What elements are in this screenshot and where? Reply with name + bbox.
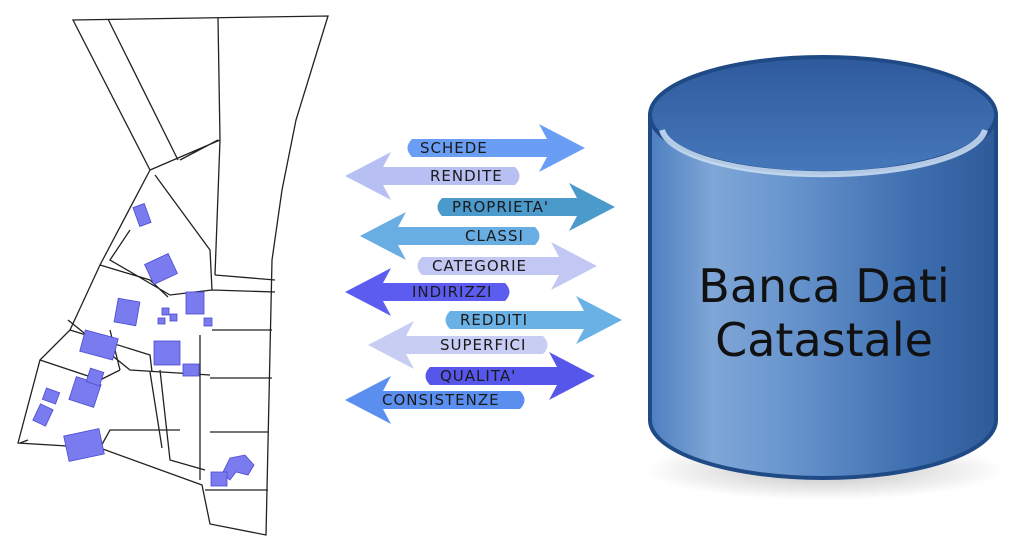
arrow-shape xyxy=(345,268,510,316)
arrow-shape xyxy=(368,321,548,369)
arrow-shape xyxy=(360,212,540,260)
arrow-label: INDIRIZZI xyxy=(412,283,492,301)
arrow-schede: SCHEDE xyxy=(407,124,585,172)
arrow-label: REDDITI xyxy=(460,311,528,329)
building xyxy=(153,340,181,366)
database-title-line1: Banca Dati xyxy=(698,259,949,313)
arrow-label: SUPERFICI xyxy=(440,336,526,354)
arrow-shape xyxy=(425,352,595,400)
arrow-label: RENDITE xyxy=(430,167,503,185)
arrow-categorie: CATEGORIE xyxy=(417,242,597,290)
building xyxy=(41,387,61,405)
building xyxy=(203,317,213,327)
cadastral-map xyxy=(17,15,329,536)
arrow-label: QUALITA' xyxy=(440,367,516,385)
building xyxy=(113,297,141,327)
arrow-superfici: SUPERFICI xyxy=(368,321,548,369)
database-body xyxy=(648,113,998,480)
arrow-label: CATEGORIE xyxy=(432,257,527,275)
map-boundary xyxy=(17,15,329,536)
building xyxy=(221,454,255,481)
arrow-consistenze: CONSISTENZE xyxy=(345,376,525,424)
building xyxy=(144,253,178,285)
building xyxy=(185,291,205,315)
arrow-shape xyxy=(407,124,585,172)
arrow-label: PROPRIETA' xyxy=(452,198,549,216)
database-cylinder: Banca Dati Catastale xyxy=(644,55,1004,500)
building xyxy=(210,471,228,487)
arrow-indirizzi: INDIRIZZI xyxy=(345,268,510,316)
database-rim xyxy=(659,129,988,178)
building xyxy=(161,307,170,316)
arrow-label: SCHEDE xyxy=(420,139,488,157)
arrow-label: CONSISTENZE xyxy=(382,391,500,409)
arrows-group: SCHEDE RENDITE PROPRIETA' CLASSI CATEGORIE IN… xyxy=(345,124,622,424)
arrow-qualita: QUALITA' xyxy=(425,352,595,400)
arrow-proprieta: PROPRIETA' xyxy=(437,183,615,231)
arrow-label: CLASSI xyxy=(465,227,524,245)
building xyxy=(182,363,200,377)
arrow-redditi: REDDITI xyxy=(445,296,622,344)
buildings xyxy=(32,203,255,487)
building xyxy=(32,403,54,427)
arrow-rendite: RENDITE xyxy=(345,152,520,200)
arrow-shape xyxy=(345,152,520,200)
arrow-shape xyxy=(345,376,525,424)
arrow-shape xyxy=(445,296,622,344)
building xyxy=(85,367,105,387)
parcel-lines xyxy=(19,17,276,491)
building xyxy=(63,428,105,462)
database-title-line2: Catastale xyxy=(715,313,933,367)
building xyxy=(157,317,166,325)
building xyxy=(79,329,119,361)
building xyxy=(169,313,178,322)
arrow-classi: CLASSI xyxy=(360,212,540,260)
arrow-shape xyxy=(437,183,615,231)
building xyxy=(132,203,152,227)
arrow-shape xyxy=(417,242,597,290)
